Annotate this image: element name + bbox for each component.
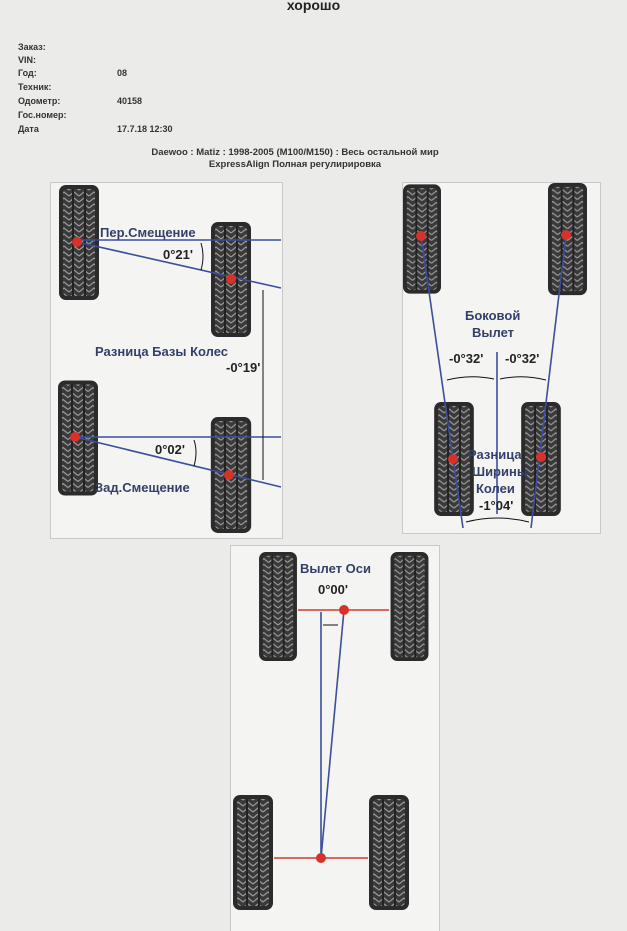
- vehicle-model: Daewoo : Matiz : 1998-2005 (M100/M150) :…: [151, 147, 439, 158]
- odometer-label: Одометр:: [18, 96, 61, 106]
- thrust-rear-right-tire: [368, 795, 410, 910]
- track-diff-label-1: Разница: [468, 447, 522, 462]
- rear-angle-arc: [193, 439, 197, 467]
- track-arc: [465, 517, 530, 523]
- wheelbase-diff-label: Разница Базы Колес: [95, 344, 229, 359]
- thrust-rear-dot: [316, 853, 326, 863]
- thrust-front-dot: [339, 605, 349, 615]
- lateral-offset-label-2: Вылет: [472, 325, 515, 340]
- front-setback-line: [76, 241, 282, 289]
- track-diff-label-3: Колеи: [476, 481, 515, 496]
- thrust-angle-label: Вылет Оси: [300, 561, 371, 576]
- right-offset-arc: [499, 376, 547, 381]
- right-lateral-value: -0°32': [505, 351, 540, 366]
- rear-setback-line: [74, 436, 282, 488]
- technician-label: Техник:: [18, 82, 52, 92]
- thrust-rear-left-tire: [232, 795, 274, 910]
- wheelbase-diff-value: -0°19': [226, 360, 261, 375]
- report-status: хорошо: [286, 0, 341, 13]
- year-value: 08: [117, 68, 128, 78]
- lateral-dot-fl: [416, 231, 426, 241]
- track-diff-value: -1°04': [479, 498, 514, 513]
- lateral-offset-label-1: Боковой: [465, 308, 521, 323]
- rear-setback-value: 0°02': [155, 442, 185, 457]
- left-side-line: [420, 235, 464, 529]
- right-side-line: [530, 235, 567, 529]
- thrust-front-right-tire: [389, 552, 430, 661]
- front-setback-label: Пер.Смещение: [100, 225, 196, 240]
- alignment-type: ExpressAlign Полная регулирировка: [208, 159, 382, 170]
- order-label: Заказ:: [18, 42, 46, 52]
- rear-right-dot: [224, 470, 234, 480]
- front-setback-value: 0°21': [163, 247, 193, 262]
- vin-label: VIN:: [18, 55, 36, 65]
- lateral-dot-rr: [536, 452, 546, 462]
- plate-label: Гос.номер:: [18, 110, 67, 120]
- date-label: Дата: [18, 124, 39, 134]
- year-label: Год:: [18, 68, 37, 78]
- front-left-dot: [72, 237, 82, 247]
- lateral-dot-rl: [448, 454, 458, 464]
- lateral-dot-fr: [561, 230, 571, 240]
- front-right-dot: [226, 274, 236, 284]
- thrust-angle-value: 0°00': [318, 582, 348, 597]
- rear-setback-label: Зад.Смещение: [95, 480, 190, 495]
- date-value: 17.7.18 12:30: [117, 124, 173, 134]
- odometer-value: 40158: [117, 96, 143, 106]
- rear-left-dot: [70, 432, 80, 442]
- track-diff-label-2: Ширины: [472, 464, 528, 479]
- thrust-line: [320, 609, 345, 859]
- left-lateral-value: -0°32': [449, 351, 484, 366]
- left-offset-arc: [446, 376, 495, 381]
- front-angle-arc: [200, 242, 204, 271]
- thrust-front-left-tire: [258, 552, 298, 661]
